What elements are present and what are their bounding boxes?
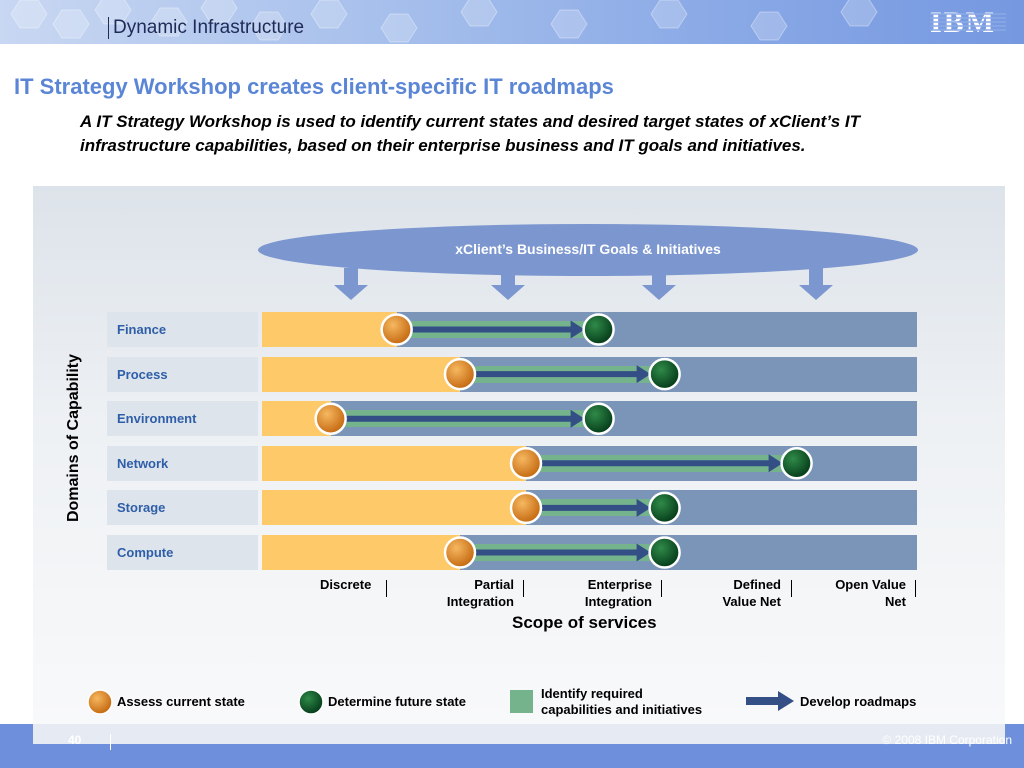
domain-label-environment: Environment xyxy=(107,401,258,436)
legend-orange-circle xyxy=(87,689,113,715)
capabilities-bar xyxy=(330,410,599,427)
scope-divider xyxy=(661,580,662,597)
scope-divider xyxy=(386,580,387,597)
slide-subtitle: A IT Strategy Workshop is used to identi… xyxy=(80,112,860,155)
scope-track-process xyxy=(262,357,917,392)
current-state-bar xyxy=(262,446,526,481)
ibm-logo: IBM xyxy=(930,6,1006,36)
current-state-bar xyxy=(262,535,460,570)
slide-title: IT Strategy Workshop creates client-spec… xyxy=(14,74,614,99)
page-number: 40 xyxy=(68,733,82,747)
domain-label-finance: Finance xyxy=(107,312,258,347)
domain-label-process: Process xyxy=(107,357,258,392)
legend-develop: Develop roadmaps xyxy=(800,694,917,709)
capabilities-bar xyxy=(460,366,665,383)
current-state-bar xyxy=(262,401,331,436)
current-state-bar xyxy=(262,312,397,347)
footer-bar: 40 © 2008 IBM Corporation xyxy=(0,724,1024,768)
footer-strip xyxy=(33,724,1005,744)
hexagon-pattern xyxy=(10,0,878,43)
current-state-bar xyxy=(262,357,460,392)
scope-divider xyxy=(791,580,792,597)
domain-label-network: Network xyxy=(107,446,258,481)
scope-divider xyxy=(915,580,916,597)
legend-determine: Determine future state xyxy=(328,694,466,709)
scope-track-network xyxy=(262,446,917,481)
scope-track-finance xyxy=(262,312,917,347)
domain-label-storage: Storage xyxy=(107,490,258,525)
down-arrow-3 xyxy=(642,268,676,300)
capabilities-bar xyxy=(526,499,665,516)
goals-label: xClient’s Business/IT Goals & Initiative… xyxy=(455,241,721,257)
legend-arrow-icon xyxy=(746,691,794,711)
header-title: Dynamic Infrastructure xyxy=(108,17,304,39)
x-axis-label: Scope of services xyxy=(512,613,657,632)
legend-identify: Identify required capabilities and initi… xyxy=(541,686,703,717)
scope-label-discrete: Discrete xyxy=(320,577,372,592)
legend-green-circle xyxy=(298,689,324,715)
capabilities-bar xyxy=(526,455,797,472)
goals-ellipse: xClient’s Business/IT Goals & Initiative… xyxy=(258,224,918,276)
scope-divider xyxy=(523,580,524,597)
down-arrow-2 xyxy=(491,268,525,300)
scope-track-storage xyxy=(262,490,917,525)
svg-text:IBM: IBM xyxy=(930,6,996,36)
legend-green-swatch xyxy=(510,690,533,713)
footer-divider xyxy=(110,734,111,750)
header-banner: Dynamic Infrastructure IBM xyxy=(0,0,1024,44)
down-arrow-4 xyxy=(799,268,833,300)
domain-label-compute: Compute xyxy=(107,535,258,570)
down-arrow-1 xyxy=(334,268,368,300)
scope-track-compute xyxy=(262,535,917,570)
copyright: © 2008 IBM Corporation xyxy=(882,733,1012,747)
capabilities-bar xyxy=(396,321,599,338)
y-axis-label: Domains of Capability xyxy=(65,353,82,523)
capabilities-bar xyxy=(460,544,665,561)
legend-assess: Assess current state xyxy=(117,694,245,709)
current-state-bar xyxy=(262,490,526,525)
scope-track-environment xyxy=(262,401,917,436)
